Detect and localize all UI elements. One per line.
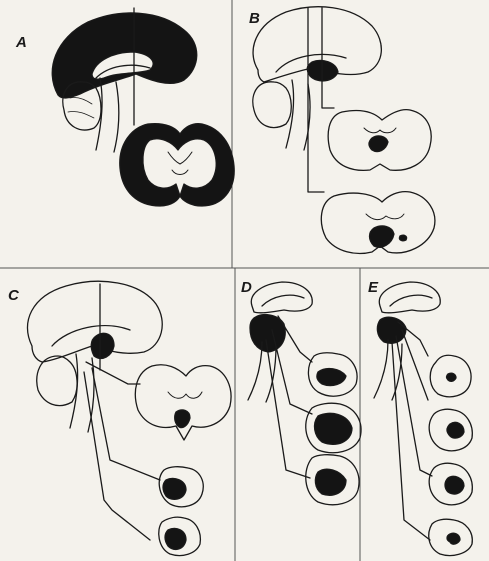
panel-label-d: D [241,279,252,296]
panel-b-upper-coronal [327,108,432,172]
panel-b-hemisphere [252,6,382,83]
panel-c-lesion [90,332,115,360]
panel-e-section-2-lesion [446,421,465,439]
panel-a-coronal-white-matter [142,138,217,197]
panel-d [247,281,362,506]
panel-e-brainstem [373,339,403,401]
panel-label-a: A [16,34,27,51]
panel-b-lower-lesion [368,225,408,248]
panel-a-cerebellum-folds [67,97,95,119]
panel-b-upper-lesion [368,135,389,153]
panel-d-section-2-lesion [313,412,353,445]
panel-b [252,6,436,255]
panel-c-medulla-lesion [164,527,187,551]
panel-a-corpus-callosum [95,64,151,79]
panel-a-ventricles [167,151,193,175]
panel-e-section-2 [428,408,473,452]
panel-label-c: C [8,287,19,304]
panel-c-coronal [134,364,232,441]
panel-b-brainstem [285,79,311,151]
panel-e-section-1-lesion [445,372,457,382]
panel-label-b: B [249,10,260,27]
panel-b-section-lines [307,7,335,193]
panel-label-e: E [368,279,379,296]
panel-b-upper-ventricles [363,127,397,134]
panel-d-section-3-lesion [314,468,347,496]
panel-c-cerebellum [36,355,78,407]
panel-d-section-3 [305,454,360,506]
panel-e [373,281,473,557]
panel-a-cerebellum [62,81,102,131]
panel-e-section-lines [391,321,433,541]
panel-c-hemisphere [26,280,163,363]
panel-c-pons-section [158,466,204,508]
panel-c-callosum [51,324,131,347]
panel-c-coronal-lesion [174,409,191,429]
panel-e-hemisphere [378,281,441,314]
panel-d-section-1 [307,352,358,397]
panel-b-cerebellum [252,81,292,129]
panel-b-lower-coronal [320,190,436,255]
panel-b-callosum [275,53,347,73]
panel-d-brainstem [247,341,277,403]
panel-e-section-3-lesion [444,475,465,495]
panel-b-lower-folds [365,213,405,221]
panel-c-pons-lesion [162,477,187,501]
panel-c-medulla-section [158,516,202,557]
panel-d-hemisphere [250,281,313,314]
panel-e-section-4 [428,518,473,557]
panel-e-section-1 [429,354,472,398]
panel-e-lesion [376,316,407,344]
panel-a-brainstem [95,77,120,153]
panel-d-section-2 [305,402,362,454]
panel-a [51,7,235,207]
panel-d-callosum [261,294,305,307]
panel-c [26,280,232,557]
panel-d-section-lines [265,315,313,479]
panel-e-callosum [389,294,433,307]
panel-d-section-1-lesion [316,367,347,387]
panel-e-section-3 [428,462,473,506]
panel-c-section-lines [83,283,161,541]
panel-c-coronal-ventricles [167,391,203,399]
panel-e-section-4-lesion [446,532,461,545]
